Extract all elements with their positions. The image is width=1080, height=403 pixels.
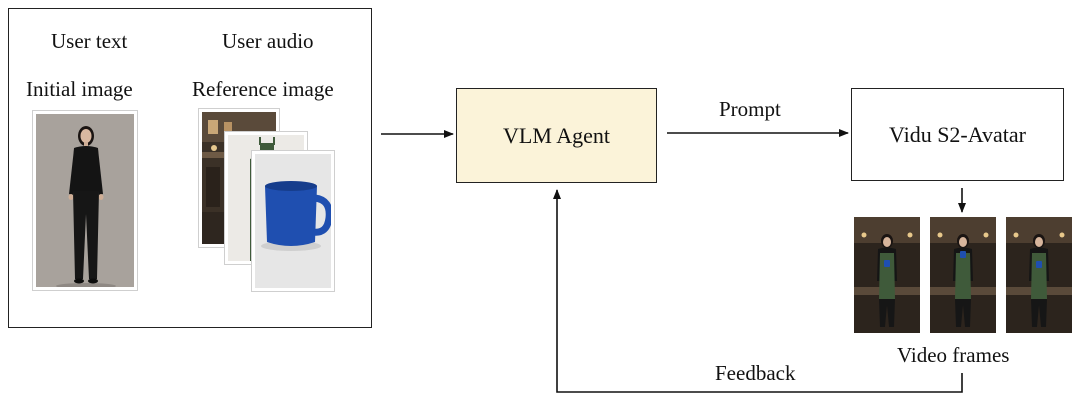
user-audio-label: User audio xyxy=(222,29,314,53)
initial-image xyxy=(32,110,138,291)
vlm-agent-label: VLM Agent xyxy=(503,122,610,148)
vidu-avatar-label: Vidu S2-Avatar xyxy=(889,121,1026,147)
user-text-label: User text xyxy=(51,29,128,53)
video-frame-1 xyxy=(854,217,920,333)
vidu-avatar-node: Vidu S2-Avatar xyxy=(851,88,1064,181)
video-frame-2 xyxy=(930,217,996,333)
feedback-label: Feedback xyxy=(715,361,796,385)
initial-image-label: Initial image xyxy=(26,77,133,101)
mug-icon xyxy=(255,154,331,288)
reference-image-label: Reference image xyxy=(192,77,334,101)
arrow-feedback-loop xyxy=(553,189,963,393)
vlm-agent-node: VLM Agent xyxy=(456,88,657,183)
prompt-label: Prompt xyxy=(719,97,781,121)
person-figure-icon xyxy=(36,114,134,287)
video-frame-3 xyxy=(1006,217,1072,333)
reference-image-mug xyxy=(251,150,335,292)
video-frames-label: Video frames xyxy=(897,343,1010,367)
